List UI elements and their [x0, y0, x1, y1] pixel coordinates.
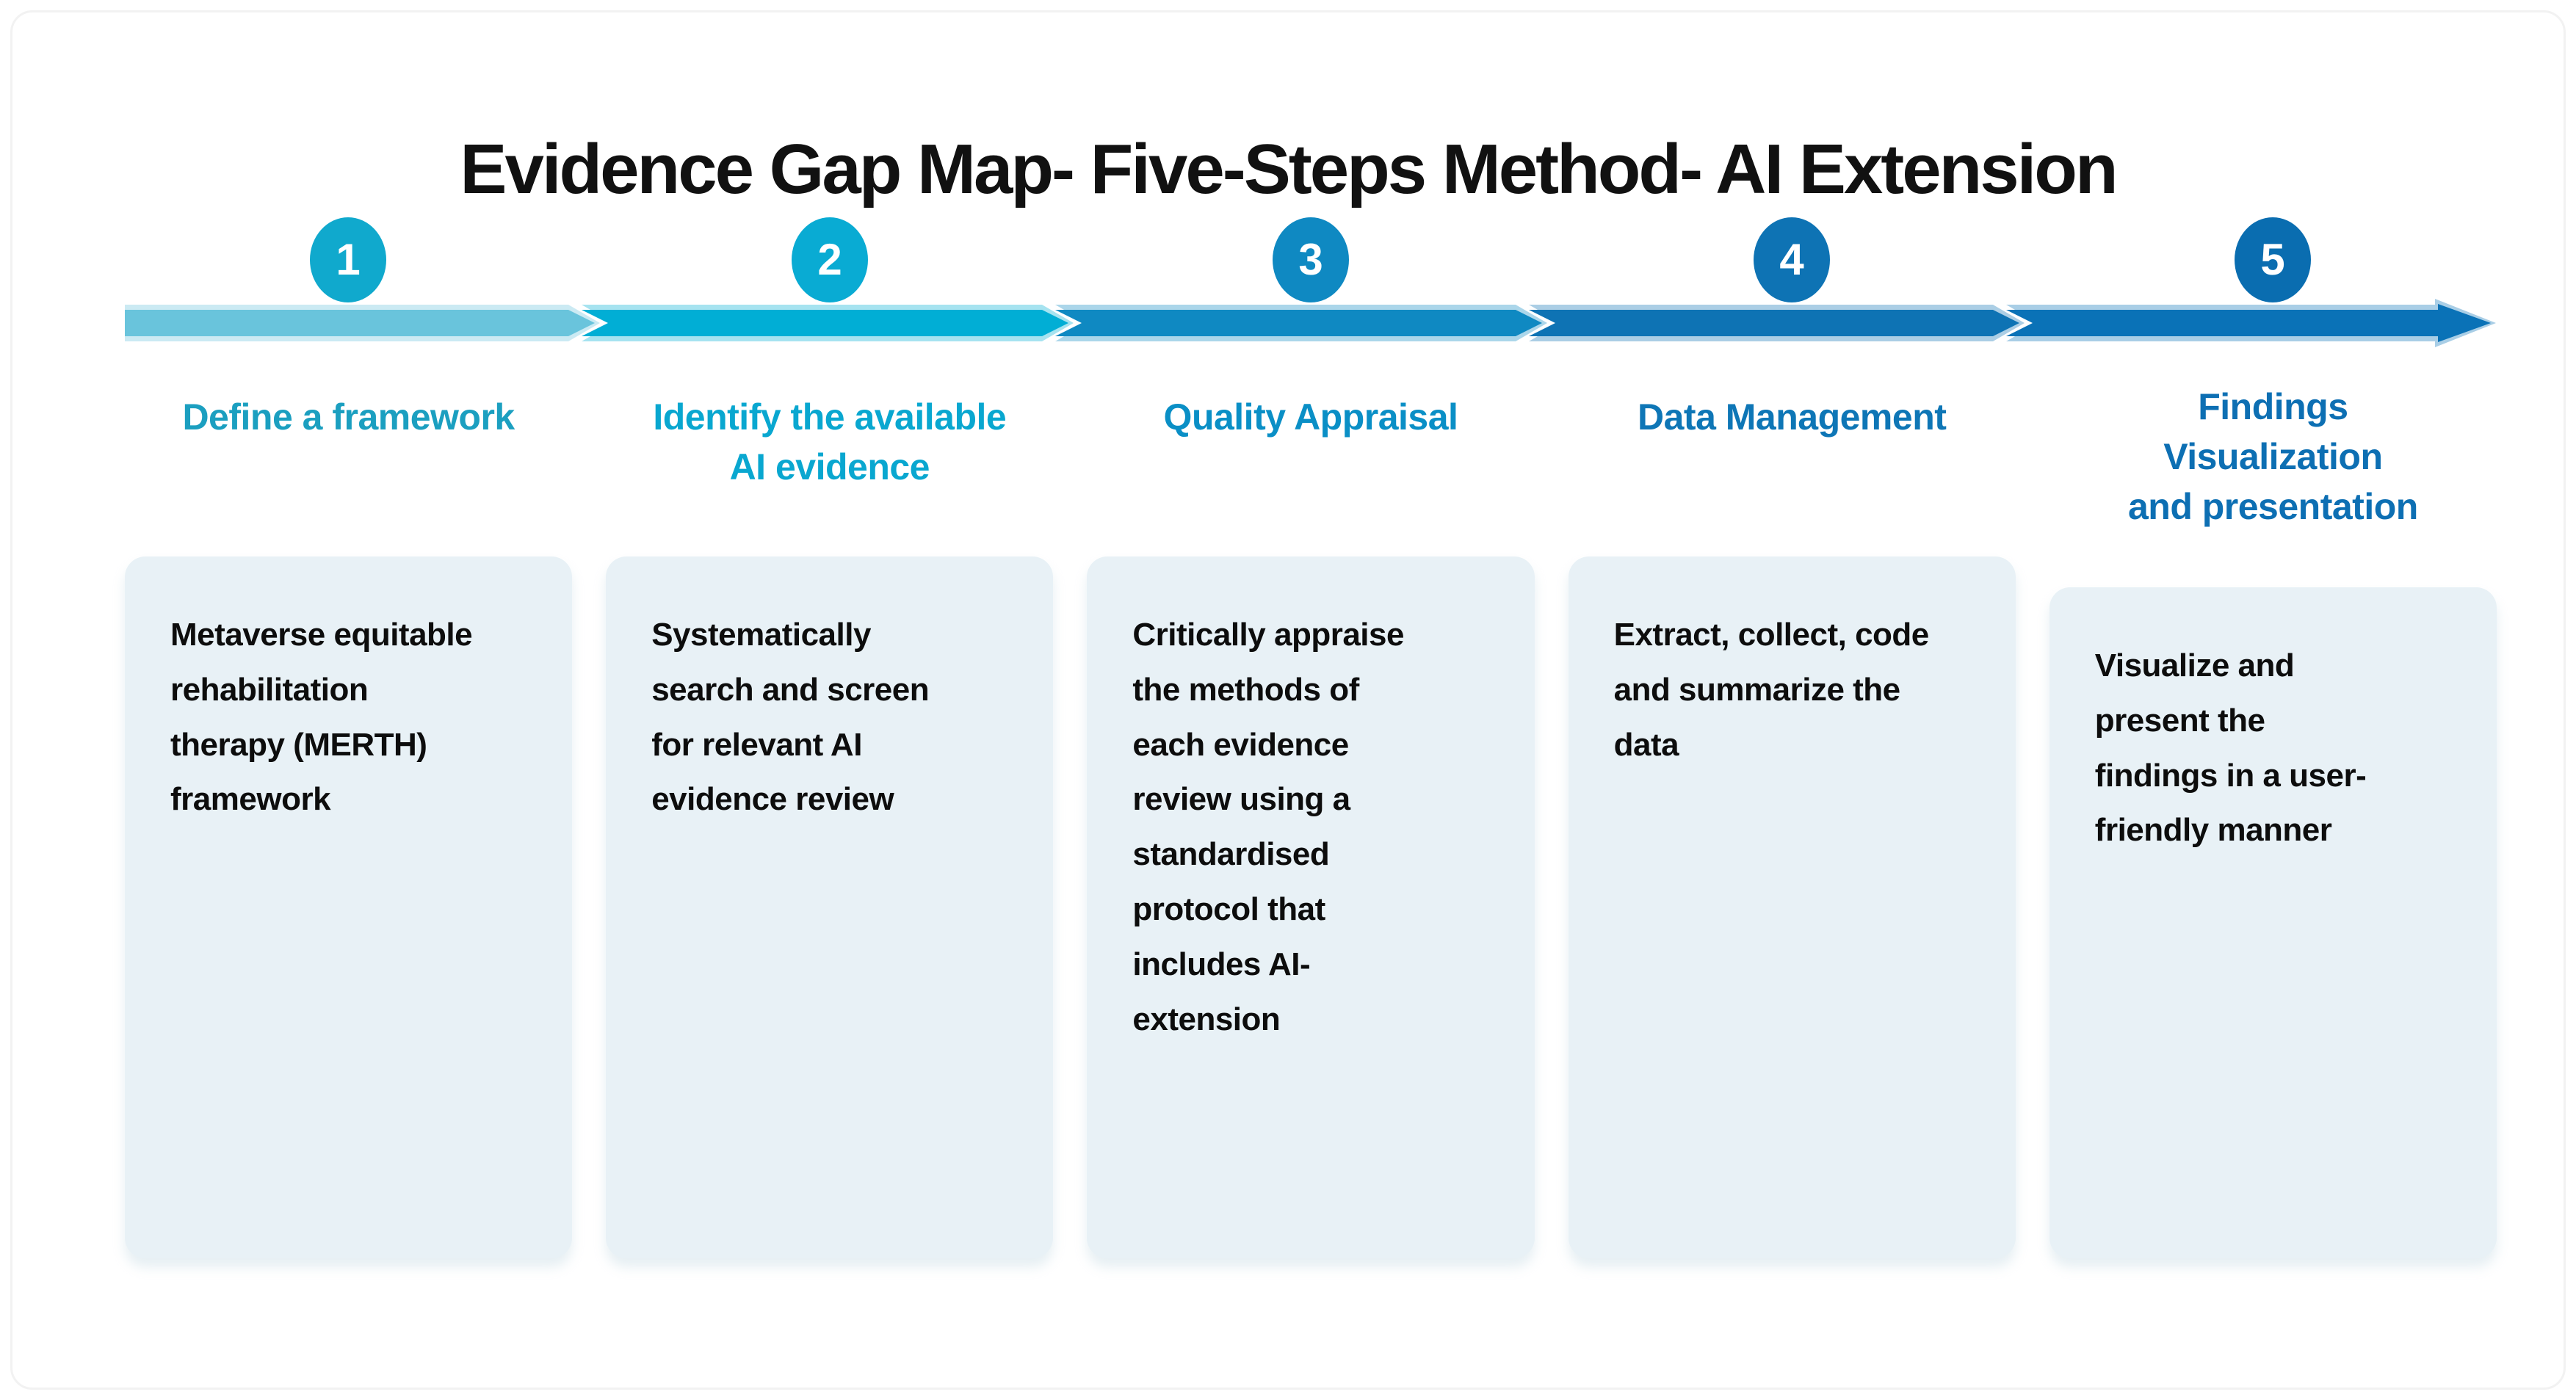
arrow-segment-4: [1529, 310, 2019, 336]
step-4-description: Extract, collect, code and summarize the…: [1613, 617, 1930, 763]
step-2-heading: Identify the available AI evidence: [653, 396, 1007, 487]
step-1-description: Metaverse equitable rehabilitation thera…: [170, 617, 473, 818]
arrow-segment-1: [125, 310, 595, 336]
step-2-number: 2: [817, 235, 842, 284]
step-2-badge: 2: [792, 217, 868, 302]
step-3-card: Critically appraise the methods of each …: [1087, 556, 1535, 1258]
arrow-segment-3: [1055, 310, 1542, 336]
step-5-badge: 5: [2235, 217, 2311, 302]
step-headings-row: Define a framework Identify the availabl…: [125, 386, 2497, 532]
step-1-badge: 1: [310, 217, 386, 302]
arrow-segment-2: [582, 310, 1068, 336]
step-5-number: 5: [2260, 235, 2285, 284]
arrow-segment-5-with-arrowhead: [2006, 304, 2491, 342]
step-3-number: 3: [1298, 235, 1323, 284]
step-4-card: Extract, collect, code and summarize the…: [1568, 556, 2016, 1258]
step-cards-row: Metaverse equitable rehabilitation thera…: [125, 556, 2497, 1258]
step-4-number: 4: [1779, 235, 1804, 284]
page-title: Evidence Gap Map- Five-Steps Method- AI …: [460, 130, 2118, 209]
step-3-heading: Quality Appraisal: [1163, 396, 1458, 438]
step-5-description: Visualize and present the findings in a …: [2094, 648, 2367, 849]
step-5-card: Visualize and present the findings in a …: [2049, 587, 2497, 1258]
step-3-badge: 3: [1273, 217, 1349, 302]
step-2-card: Systematically search and screen for rel…: [606, 556, 1054, 1258]
step-1-card: Metaverse equitable rehabilitation thera…: [125, 556, 573, 1258]
step-5-heading: Findings Visualization and presentation: [2127, 386, 2418, 527]
step-4-heading: Data Management: [1638, 396, 1947, 438]
process-arrow-band: [125, 299, 2496, 347]
step-2-description: Systematically search and screen for rel…: [651, 617, 930, 818]
step-1-number: 1: [336, 235, 361, 284]
step-1-heading: Define a framework: [182, 396, 515, 438]
step-4-badge: 4: [1754, 217, 1830, 302]
step-3-description: Critically appraise the methods of each …: [1132, 617, 1404, 1037]
